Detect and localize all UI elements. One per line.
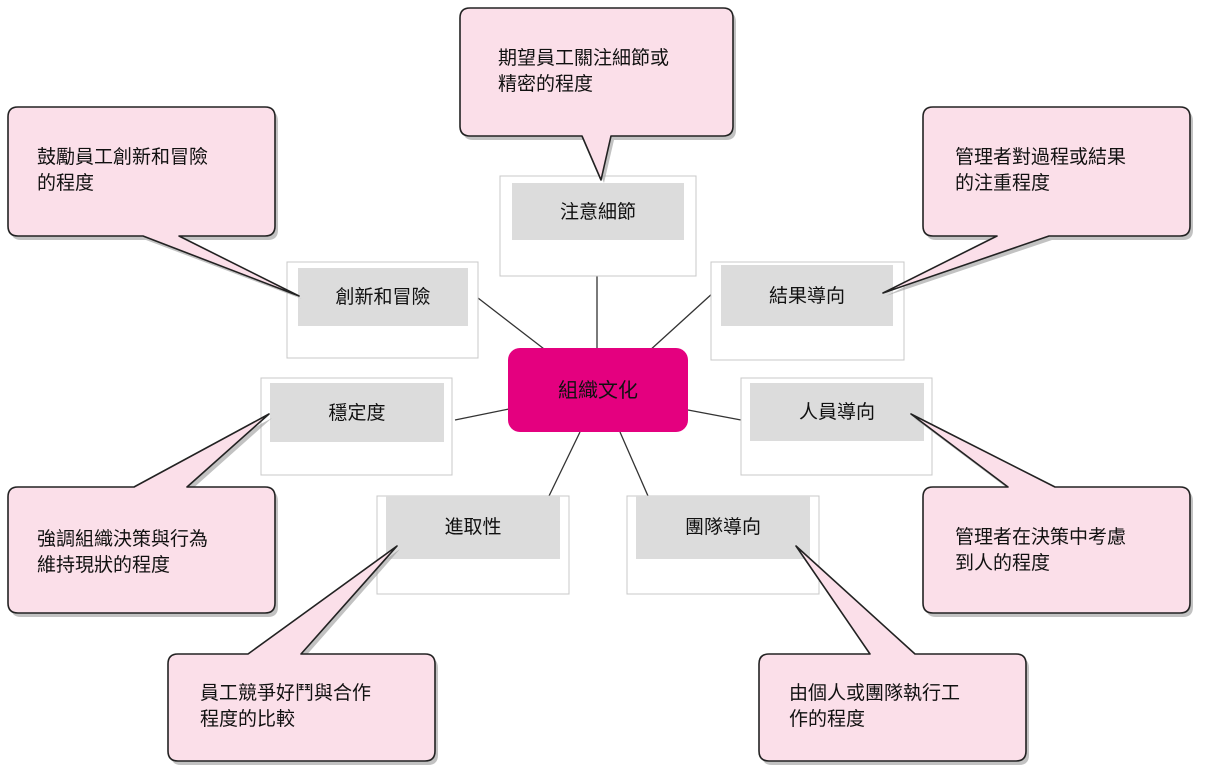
callout-text-line-2: 程度的比較 bbox=[200, 708, 295, 730]
connector-outcome bbox=[647, 291, 715, 353]
dimension-label-box bbox=[636, 496, 810, 559]
dimension-label: 團隊導向 bbox=[685, 516, 761, 538]
callout-text-line-1: 由個人或團隊執行工 bbox=[789, 682, 960, 704]
callout-text-line-1: 管理者對過程或結果 bbox=[955, 146, 1126, 168]
dimension-label: 創新和冒險 bbox=[335, 286, 430, 308]
dimension-outcome: 結果導向 bbox=[710, 261, 905, 361]
center-box bbox=[508, 348, 688, 432]
dimension-stability: 穩定度 bbox=[260, 377, 453, 476]
callout-bubble bbox=[758, 545, 1027, 762]
connector-stability bbox=[454, 408, 510, 421]
callout-text-line-2: 的程度 bbox=[37, 172, 94, 194]
callout-text-line-1: 期望員工關注細節或 bbox=[498, 47, 669, 69]
dimension-label: 注意細節 bbox=[560, 201, 636, 223]
dimension-label: 穩定度 bbox=[328, 402, 385, 424]
dimension-label-box bbox=[298, 268, 468, 326]
connector-team bbox=[619, 431, 649, 497]
callout-text-line-2: 作的程度 bbox=[789, 708, 865, 730]
callout-bubble bbox=[7, 106, 300, 297]
center-node: 組織文化 bbox=[508, 348, 688, 432]
callout-text-line-2: 的注重程度 bbox=[955, 172, 1050, 194]
dimension-aggressiveness: 進取性 bbox=[376, 495, 570, 595]
dimension-label: 進取性 bbox=[444, 516, 501, 538]
dimension-label-box bbox=[721, 265, 893, 326]
callout-text-line-1: 強調組織決策與行為 bbox=[37, 528, 208, 550]
callout-bubble bbox=[459, 7, 734, 181]
callout-bubble bbox=[7, 413, 276, 614]
callout-team: 由個人或團隊執行工 作的程度 bbox=[758, 545, 1029, 765]
callout-text-line-2: 維持現狀的程度 bbox=[37, 554, 170, 576]
callout-text-line-1: 管理者在決策中考慮 bbox=[955, 526, 1126, 548]
dimension-innovation: 創新和冒險 bbox=[286, 261, 479, 359]
connector-innovation bbox=[477, 297, 549, 353]
dimension-label-box bbox=[386, 496, 560, 559]
dimension-label: 人員導向 bbox=[799, 401, 875, 423]
center-label: 組織文化 bbox=[558, 378, 638, 402]
callout-bubble bbox=[910, 413, 1191, 614]
callout-bubble bbox=[167, 545, 436, 762]
connector-aggressiveness bbox=[548, 431, 581, 497]
connector-lines bbox=[454, 276, 742, 497]
connector-people bbox=[687, 409, 742, 421]
callout-aggressiveness: 員工競爭好鬥與合作 程度的比較 bbox=[167, 545, 438, 765]
callout-outcome: 管理者對過程或結果 的注重程度 bbox=[882, 106, 1193, 296]
dimension-label-box bbox=[750, 383, 924, 441]
callout-text-line-1: 員工競爭好鬥與合作 bbox=[200, 682, 371, 704]
callout-innovation: 鼓勵員工創新和冒險 的程度 bbox=[7, 106, 302, 299]
callout-text-line-1: 鼓勵員工創新和冒險 bbox=[37, 146, 208, 168]
dimension-label-box bbox=[512, 183, 684, 240]
callout-people: 管理者在決策中考慮 到人的程度 bbox=[910, 413, 1193, 617]
callout-bubble bbox=[882, 106, 1191, 294]
callout-stability: 強調組織決策與行為 維持現狀的程度 bbox=[7, 413, 278, 617]
dimension-label: 結果導向 bbox=[769, 285, 845, 307]
callout-detail: 期望員工關注細節或 精密的程度 bbox=[459, 7, 736, 183]
dimension-team: 團隊導向 bbox=[626, 495, 820, 595]
dimension-detail: 注意細節 bbox=[499, 175, 697, 277]
callout-text-line-2: 到人的程度 bbox=[955, 552, 1050, 574]
dimension-people: 人員導向 bbox=[740, 377, 933, 476]
callout-text-line-2: 精密的程度 bbox=[498, 73, 593, 95]
dimension-label-box bbox=[270, 383, 444, 442]
